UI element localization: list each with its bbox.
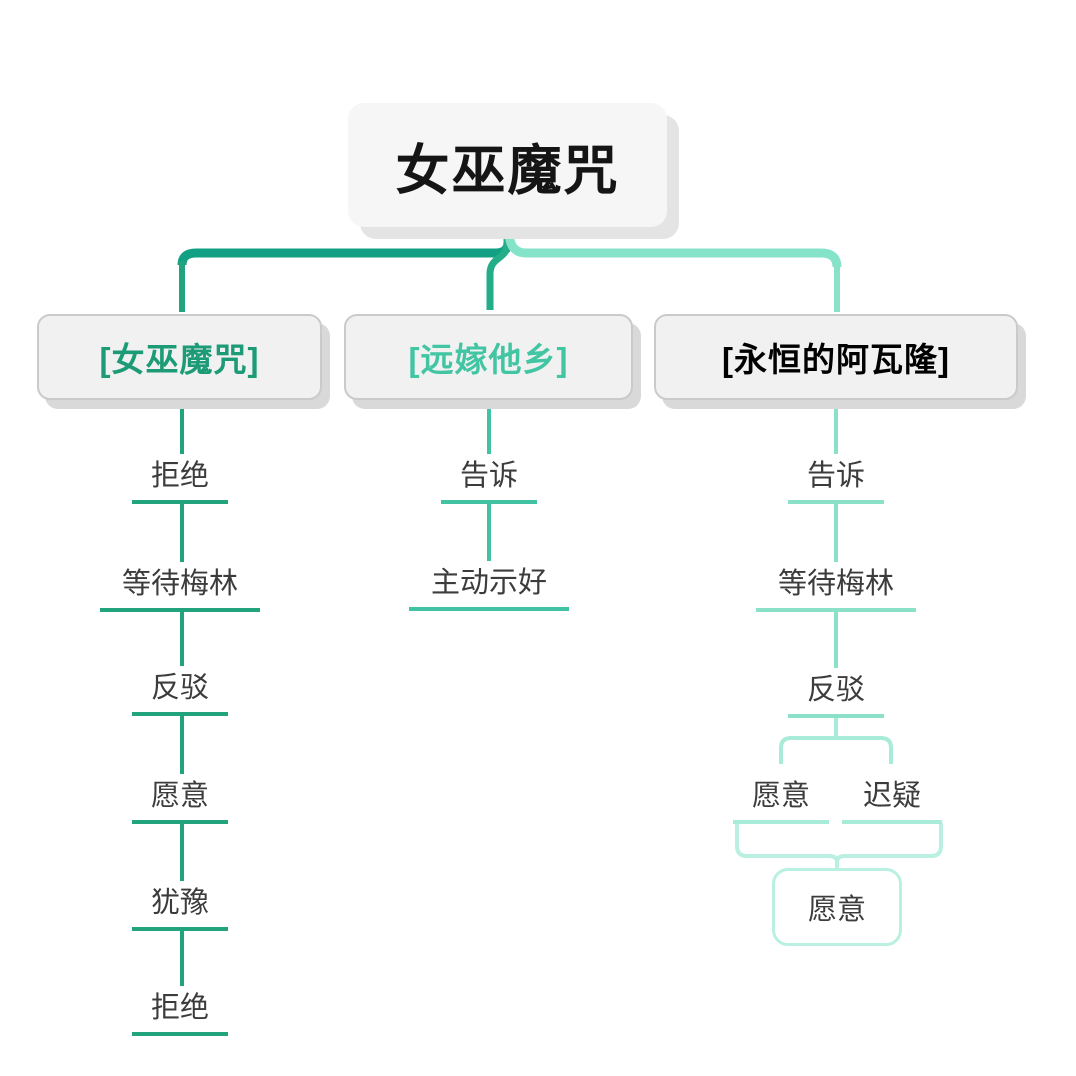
leaf-node[interactable]: 愿意 bbox=[733, 778, 829, 824]
connector-merge-bracket bbox=[735, 823, 943, 868]
leaf-node[interactable]: 告诉 bbox=[441, 458, 537, 504]
leaf-node[interactable]: 反驳 bbox=[788, 672, 884, 718]
leaf-node[interactable]: 犹豫 bbox=[132, 885, 228, 931]
connector-fork-bracket bbox=[779, 736, 893, 764]
leaf-node[interactable]: 告诉 bbox=[788, 458, 884, 504]
root-node[interactable]: 女巫魔咒 bbox=[348, 103, 667, 227]
leaf-node[interactable]: 等待梅林 bbox=[100, 566, 260, 612]
merged-node[interactable]: 愿意 bbox=[772, 868, 902, 946]
connector-root-to-branch3 bbox=[504, 232, 842, 268]
branch-node-2[interactable]: [远嫁他乡] bbox=[344, 314, 633, 400]
leaf-node[interactable]: 拒绝 bbox=[132, 458, 228, 504]
branch-node-3[interactable]: [永恒的阿瓦隆] bbox=[654, 314, 1018, 400]
leaf-node[interactable]: 等待梅林 bbox=[756, 566, 916, 612]
leaf-node[interactable]: 愿意 bbox=[132, 778, 228, 824]
connector-root-to-branch1 bbox=[177, 230, 513, 266]
branch-node-1[interactable]: [女巫魔咒] bbox=[37, 314, 322, 400]
leaf-node[interactable]: 迟疑 bbox=[842, 778, 942, 824]
leaf-node[interactable]: 拒绝 bbox=[132, 990, 228, 1036]
connector-root-to-branch2 bbox=[486, 234, 511, 310]
leaf-node[interactable]: 反驳 bbox=[132, 670, 228, 716]
leaf-node[interactable]: 主动示好 bbox=[409, 565, 569, 611]
